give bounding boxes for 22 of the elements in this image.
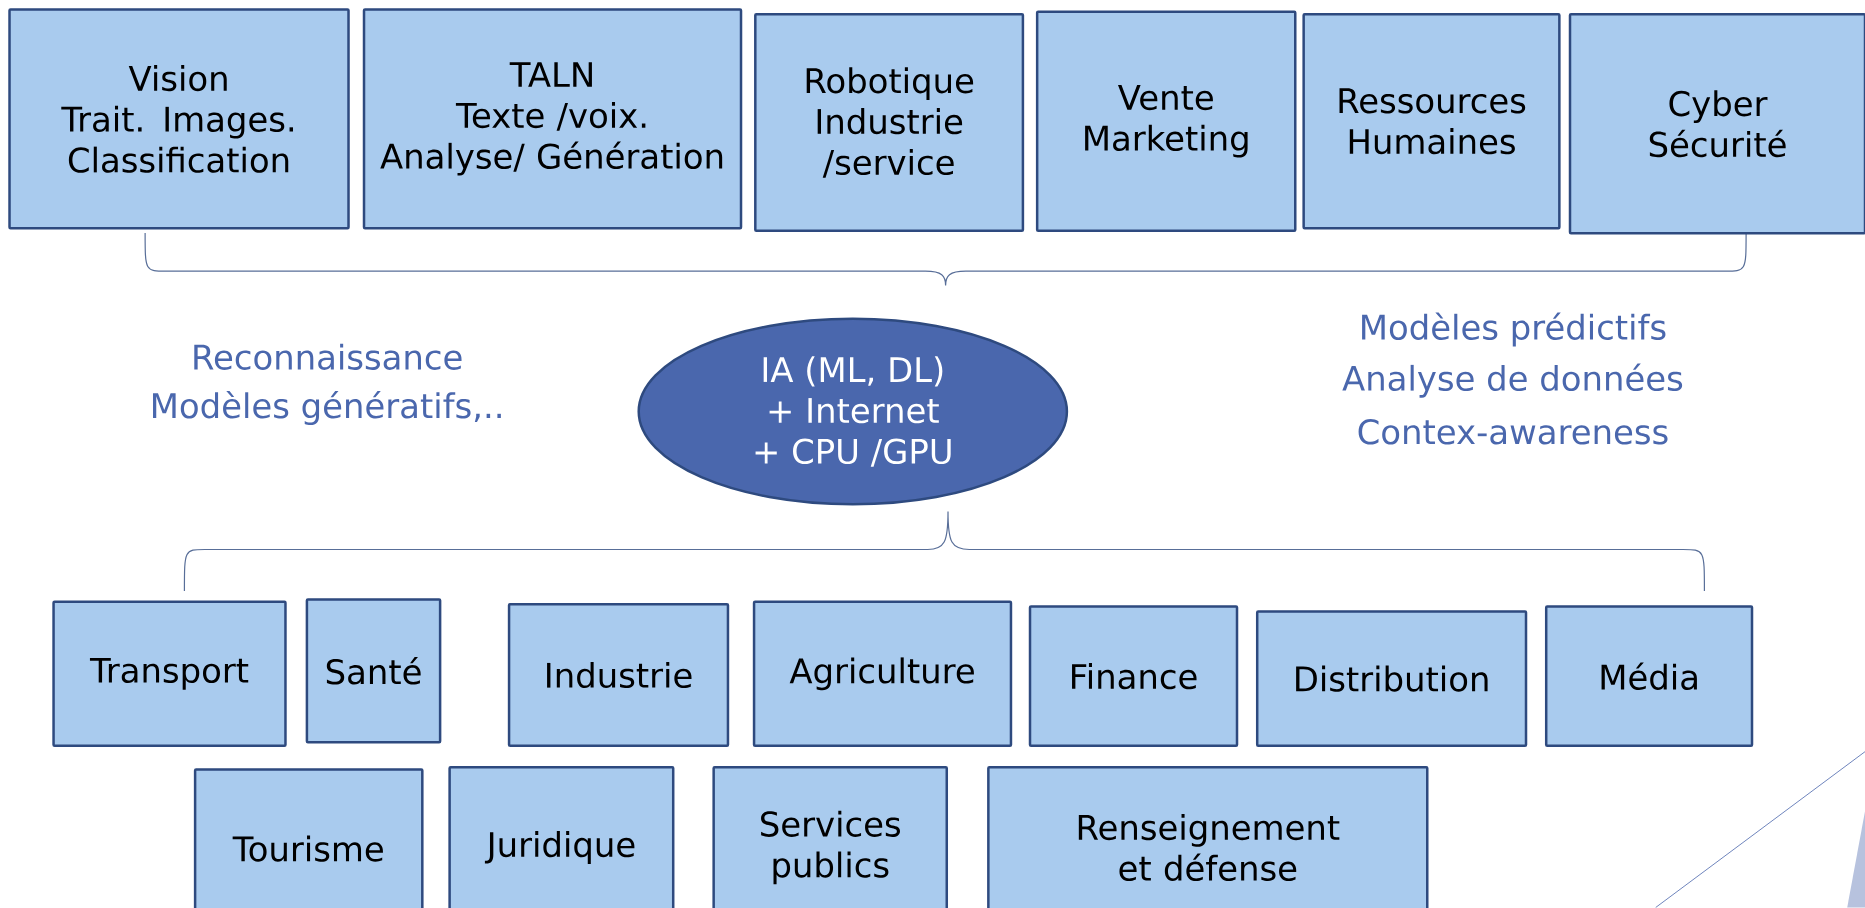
side-text: Reconnaissance — [194, 343, 462, 370]
category-box: Média — [1544, 605, 1754, 748]
category-box: TALN Texte /voix. Analyse/ Génération — [362, 8, 743, 230]
category-box: Santé — [305, 598, 442, 744]
category-box: Transport — [52, 600, 287, 747]
category-box: Distribution — [1255, 610, 1528, 748]
category-box: Services publics — [712, 765, 948, 908]
side-text: Analyse de données — [1342, 363, 1683, 398]
category-box: Juridique — [448, 765, 675, 908]
side-text: Modèles génératifs,.. — [153, 390, 501, 426]
side-text: Contex-awareness — [1358, 419, 1668, 445]
category-box: Renseignement et défense — [987, 765, 1429, 908]
category-box: Agriculture — [752, 600, 1013, 747]
category-box: Cyber Sécurité — [1568, 13, 1865, 235]
side-text: Modèles prédictifs — [1362, 312, 1666, 347]
category-box: Finance — [1028, 605, 1239, 748]
category-box: Ressources Humaines — [1302, 13, 1561, 230]
category-box: Industrie — [507, 603, 730, 747]
category-box: Robotique Industrie /service — [754, 13, 1025, 232]
category-box: Vente Marketing — [1035, 10, 1297, 232]
category-box: Tourisme — [193, 768, 424, 908]
category-box: Vision Trait. Images. Classification — [8, 8, 350, 230]
